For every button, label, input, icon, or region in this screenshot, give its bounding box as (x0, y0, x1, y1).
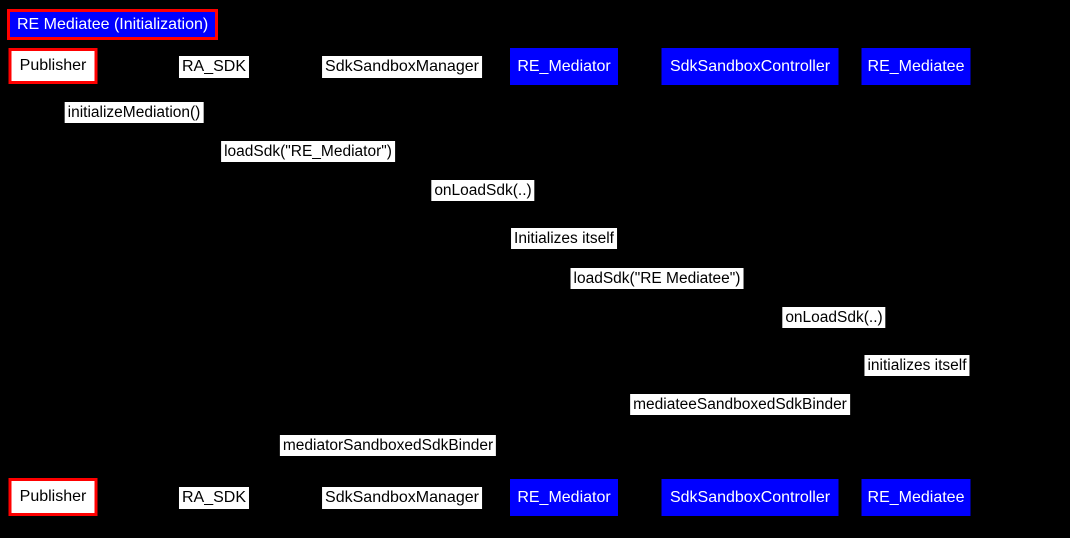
actor-top-sdk-sandbox-controller: SdkSandboxController (661, 48, 839, 85)
actor-bottom-re-mediator: RE_Mediator (510, 479, 618, 516)
arrow-load-sdk-re-mediator (214, 166, 402, 168)
msg-initialize-mediation: initializeMediation() (64, 102, 204, 123)
actor-top-re-mediator: RE_Mediator (510, 48, 618, 85)
lifeline-publisher (53, 84, 54, 480)
msg-load-sdk-re-mediatee: loadSdk("RE Mediatee") (570, 268, 744, 289)
lifeline-ra-sdk (214, 84, 215, 480)
msg-initializes-itself-mediator: Initializes itself (511, 228, 617, 249)
actor-top-publisher: Publisher (8, 48, 98, 84)
msg-on-load-sdk-mediatee: onLoadSdk(..) (782, 307, 886, 328)
arrow-on-load-sdk-mediatee (750, 332, 916, 334)
msg-load-sdk-re-mediator: loadSdk("RE_Mediator") (221, 141, 395, 162)
actor-bottom-re-mediatee: RE_Mediatee (861, 479, 971, 516)
arrow-mediatee-sandboxed-sdk-binder (564, 420, 916, 422)
lifeline-sdk-sandbox-controller (750, 84, 751, 480)
arrow-self-initializes-mediatee (916, 379, 946, 395)
msg-initializes-itself-mediatee: initializes itself (864, 355, 970, 376)
actor-bottom-sdk-sandbox-manager: SdkSandboxManager (322, 487, 482, 509)
msg-mediator-sandboxed-sdk-binder: mediatorSandboxedSdkBinder (279, 435, 497, 456)
diagram-title: RE Mediatee (Initialization) (7, 9, 219, 40)
arrow-on-load-sdk-mediator (402, 205, 564, 207)
actor-top-sdk-sandbox-manager: SdkSandboxManager (322, 56, 482, 78)
actor-bottom-publisher: Publisher (8, 478, 98, 516)
actor-bottom-ra-sdk: RA_SDK (178, 487, 250, 509)
actor-top-ra-sdk: RA_SDK (178, 56, 250, 78)
lifeline-re-mediator (564, 84, 565, 480)
lifeline-re-mediatee (916, 84, 917, 480)
msg-mediatee-sandboxed-sdk-binder: mediateeSandboxedSdkBinder (630, 394, 850, 415)
msg-on-load-sdk-mediator: onLoadSdk(..) (431, 180, 535, 201)
actor-bottom-sdk-sandbox-controller: SdkSandboxController (661, 479, 839, 516)
actor-top-re-mediatee: RE_Mediatee (861, 48, 971, 85)
arrow-initialize-mediation (53, 127, 214, 129)
arrow-load-sdk-re-mediatee (564, 293, 750, 295)
arrow-self-initializes-mediator (564, 252, 594, 268)
arrow-mediator-sandboxed-sdk-binder (214, 460, 564, 462)
lifeline-sdk-sandbox-manager (402, 84, 403, 480)
